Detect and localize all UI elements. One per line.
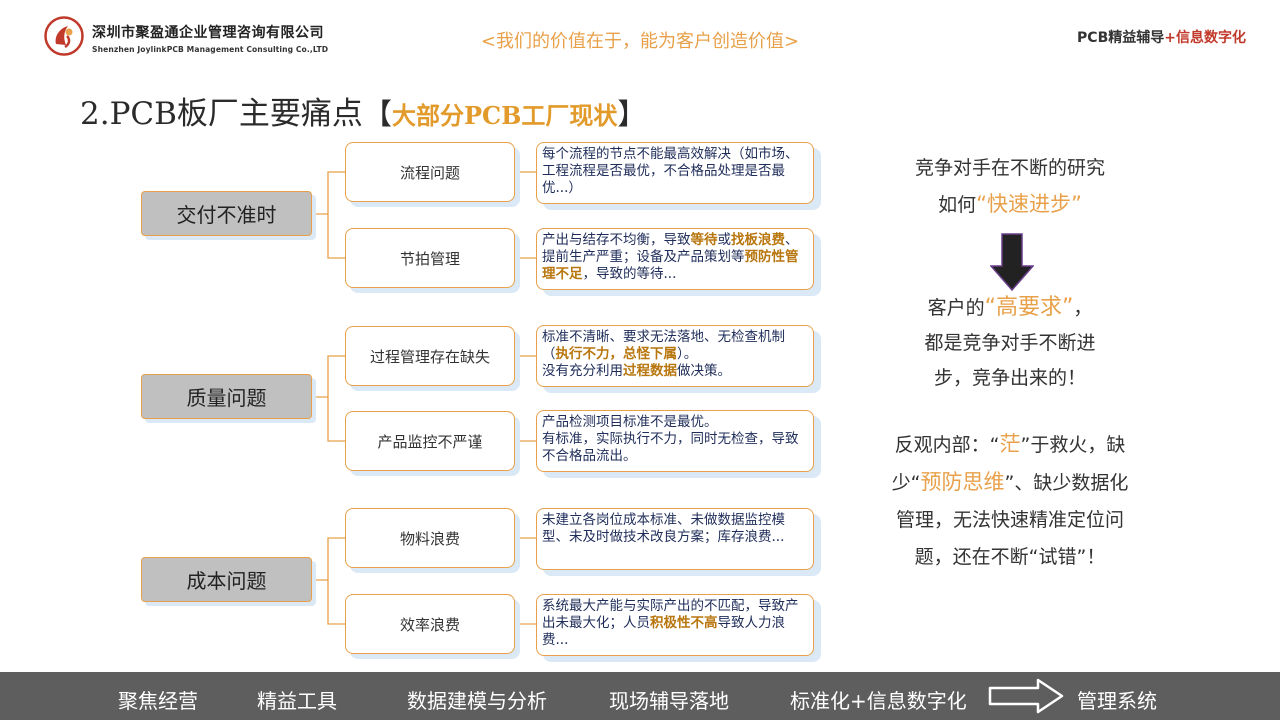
highlight-fast-progress: “快速进步”: [976, 192, 1082, 216]
desc-process-issue: 每个流程的节点不能最高效解决（如市场、工程流程是否最优，不合格品处理是否最优..…: [536, 142, 814, 204]
company-name-en: Shenzhen JoylinkPCB Management Consultin…: [92, 45, 329, 54]
desc-takt-management: 产出与结存不均衡，导致等待或找板浪费、提前生产严重；设备及产品策划等预防性管理不…: [536, 228, 814, 290]
desc-text: 系统最大产能与实际产出的不匹配，导致产出未最大化；人员: [542, 598, 799, 631]
category-delivery: 交付不准时: [141, 191, 312, 236]
company-logo-icon: [44, 16, 84, 56]
insight-line: 如何“快速进步”: [870, 186, 1150, 223]
desc-process-control-gap: 标准不清晰、要求无法落地、无检查机制（执行不力，总怪下属）。没有充分利用过程数据…: [536, 325, 814, 387]
insight-text: 如何: [938, 194, 977, 216]
desc-text: 、提前生产严重；设备及产品策划等: [542, 232, 799, 265]
brand-part-1: PCB精益辅导: [1077, 30, 1165, 46]
footer-item-onsite-coaching: 现场辅导落地: [609, 689, 729, 713]
title-bracket-open: 【: [362, 97, 392, 131]
insight-line: 步，竞争出来的！: [933, 367, 1086, 389]
footer-item-standardization: 标准化+信息数字化: [790, 689, 967, 713]
highlight-busy: 茫: [999, 432, 1021, 456]
page-title: 2.PCB板厂主要痛点【大部分PCB工厂现状】: [80, 88, 646, 133]
desc-highlight: 过程数据: [623, 363, 677, 379]
insight-text: 反观内部：“: [894, 434, 1000, 456]
desc-text: ）。: [677, 346, 698, 362]
insight-line: 竞争对手在不断的研究: [914, 157, 1105, 179]
item-takt-management: 节拍管理: [345, 228, 515, 288]
insight-line: 反观内部：“茫”于救火，缺: [870, 426, 1150, 464]
insight-text: ”于救火，缺: [1020, 434, 1126, 456]
down-arrow-icon: [990, 233, 1034, 291]
category-cost: 成本问题: [141, 557, 312, 602]
highlight-prevention: 预防思维: [920, 470, 1005, 494]
item-process-control-gap: 过程管理存在缺失: [345, 326, 515, 386]
footer-item-lean-tools: 精益工具: [257, 689, 337, 713]
desc-text: ，导致的等待...: [582, 266, 677, 282]
item-material-waste: 物料浪费: [345, 508, 515, 568]
insight-text: 客户的: [927, 297, 985, 319]
desc-text: 标准不清晰、要求无法落地、无检查机制（: [542, 329, 785, 362]
desc-highlight: 积极性不高: [650, 615, 718, 631]
desc-text: 导致人力浪费...: [542, 615, 785, 648]
desc-product-monitoring: 产品检测项目标准不是最优。有标准，实际执行不力，同时无检查，导致不合格品流出。: [536, 410, 814, 472]
item-process-issue: 流程问题: [345, 142, 515, 202]
title-main: 2.PCB板厂主要痛点: [80, 96, 363, 132]
title-subtitle: 大部分PCB工厂现状: [391, 101, 618, 130]
desc-highlight: 等待: [690, 232, 718, 248]
desc-efficiency-waste: 系统最大产能与实际产出的不匹配，导致产出未最大化；人员积极性不高导致人力浪费..…: [536, 594, 814, 656]
insight-text: 少“: [891, 472, 921, 494]
brand-part-2: +信息数字化: [1164, 30, 1246, 46]
company-name: 深圳市聚盈通企业管理咨询有限公司 Shenzhen JoylinkPCB Man…: [92, 22, 328, 54]
highlight-high-demand: “高要求”: [984, 295, 1074, 320]
desc-highlight: 预防性管理不足: [542, 249, 799, 282]
insight-text: ”、缺少数据化: [1004, 472, 1129, 494]
desc-text: 产出与结存不均衡，导致: [542, 232, 691, 248]
desc-text: 做决策。: [677, 363, 731, 379]
item-product-monitoring: 产品监控不严谨: [345, 411, 515, 471]
insight-internal: 反观内部：“茫”于救火，缺 少“预防思维”、缺少数据化 管理，无法快速精准定位问…: [870, 426, 1150, 576]
insight-line: 都是竞争对手不断进: [924, 332, 1096, 354]
footer-item-management-system: 管理系统: [1077, 689, 1157, 713]
footer-item-data-modeling: 数据建模与分析: [407, 689, 547, 713]
category-quality: 质量问题: [141, 374, 312, 419]
desc-text: 每个流程的节点不能最高效解决（如市场、工程流程是否最优，不合格品处理是否最优..…: [542, 146, 799, 196]
insight-competitors: 竞争对手在不断的研究 如何“快速进步”: [870, 150, 1150, 223]
desc-highlight: 找板浪费: [731, 232, 785, 248]
insight-line: 少“预防思维”、缺少数据化: [870, 464, 1150, 502]
title-bracket-close: 】: [617, 97, 647, 131]
insight-text: ，: [1073, 297, 1093, 319]
desc-highlight: 执行不力，总怪下属: [555, 346, 678, 362]
right-arrow-icon: [988, 678, 1064, 714]
footer-bar: 聚焦经营 精益工具 数据建模与分析 现场辅导落地 标准化+信息数字化 管理系统: [0, 672, 1280, 720]
brand-tagline: PCB精益辅导+信息数字化: [1077, 27, 1246, 47]
insight-customers: 客户的“高要求”， 都是竞争对手不断进 步，竞争出来的！: [870, 290, 1150, 396]
desc-text: 产品检测项目标准不是最优。: [542, 414, 718, 430]
desc-material-waste: 未建立各岗位成本标准、未做数据监控模型、未及时做技术改良方案；库存浪费...: [536, 508, 814, 570]
desc-text: 未建立各岗位成本标准、未做数据监控模型、未及时做技术改良方案；库存浪费...: [542, 512, 785, 545]
insight-line: 题，还在不断“试错”！: [914, 546, 1106, 568]
desc-text: 或: [717, 232, 732, 248]
footer-item-focus-operations: 聚焦经营: [118, 689, 198, 713]
company-name-cn: 深圳市聚盈通企业管理咨询有限公司: [92, 25, 324, 41]
insight-line: 客户的“高要求”，: [870, 290, 1150, 326]
slogan: <我们的价值在于，能为客户创造价值>: [480, 31, 800, 52]
desc-text: 没有充分利用: [542, 363, 623, 379]
item-efficiency-waste: 效率浪费: [345, 594, 515, 654]
insight-line: 管理，无法快速精准定位问: [895, 509, 1124, 531]
desc-text: 有标准，实际执行不力，同时无检查，导致不合格品流出。: [542, 431, 799, 464]
